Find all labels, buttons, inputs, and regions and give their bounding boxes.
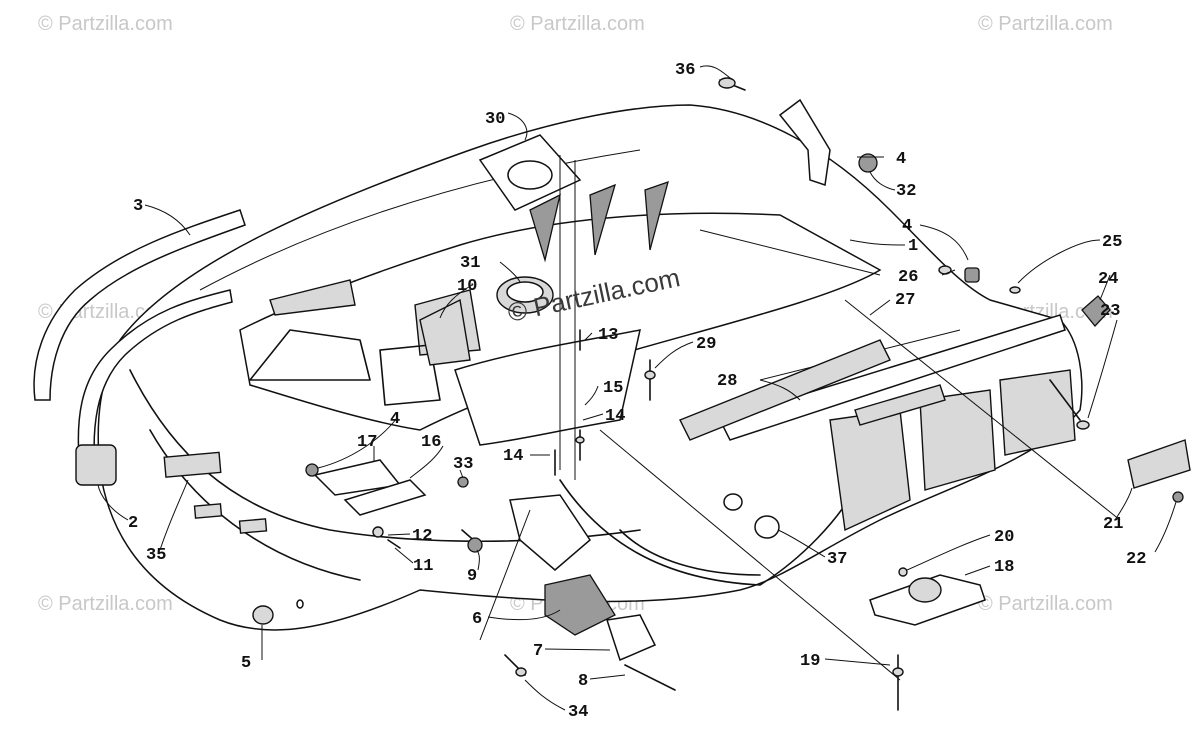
callout-14: 14 (605, 407, 625, 426)
watermark: © Partzilla.com (978, 593, 1113, 615)
callout-13: 13 (598, 326, 618, 345)
callout-29: 29 (696, 335, 716, 354)
callout-21: 21 (1103, 515, 1123, 534)
callout-24: 24 (1098, 270, 1118, 289)
callout-11: 11 (413, 557, 433, 576)
callout-2: 2 (128, 514, 138, 533)
callout-34: 34 (568, 703, 588, 722)
callout-36: 36 (675, 61, 695, 80)
leader-lines (97, 65, 1177, 711)
callout-27: 27 (895, 291, 915, 310)
callout-15: 15 (603, 379, 623, 398)
callout-32: 32 (896, 182, 916, 201)
watermark: © Partzilla.com (38, 13, 173, 35)
callout-4: 4 (896, 150, 906, 169)
hood-body (97, 104, 1083, 631)
callout-7: 7 (533, 642, 543, 661)
callout-35: 35 (146, 546, 166, 565)
callout-10: 10 (457, 277, 477, 296)
watermark: © Partzilla.com (38, 593, 173, 615)
callout-18: 18 (994, 558, 1014, 577)
callout-labels: 36 30 4 32 3 1 4 25 31 10 26 24 27 23 13… (128, 61, 1146, 722)
parts (33, 77, 1191, 711)
callout-23: 23 (1100, 302, 1120, 321)
callout-4: 4 (390, 410, 400, 429)
callout-12: 12 (412, 527, 432, 546)
callout-1: 1 (908, 237, 918, 256)
watermark: © Partzilla.com (510, 13, 645, 35)
callout-37: 37 (827, 550, 847, 569)
callout-5: 5 (241, 654, 251, 673)
callout-25: 25 (1102, 233, 1122, 252)
callout-16: 16 (421, 433, 441, 452)
watermark: © Partzilla.com (978, 13, 1113, 35)
callout-8: 8 (578, 672, 588, 691)
callout-20: 20 (994, 528, 1014, 547)
callout-22: 22 (1126, 550, 1146, 569)
callout-31: 31 (460, 254, 480, 273)
callout-30: 30 (485, 110, 505, 129)
callout-6: 6 (472, 610, 482, 629)
callout-19: 19 (800, 652, 820, 671)
callout-3: 3 (133, 197, 143, 216)
callout-28: 28 (717, 372, 737, 391)
callout-33: 33 (453, 455, 473, 474)
callout-9: 9 (467, 567, 477, 586)
callout-17: 17 (357, 433, 377, 452)
callout-14: 14 (503, 447, 523, 466)
callout-4: 4 (902, 217, 912, 236)
callout-26: 26 (898, 268, 918, 287)
